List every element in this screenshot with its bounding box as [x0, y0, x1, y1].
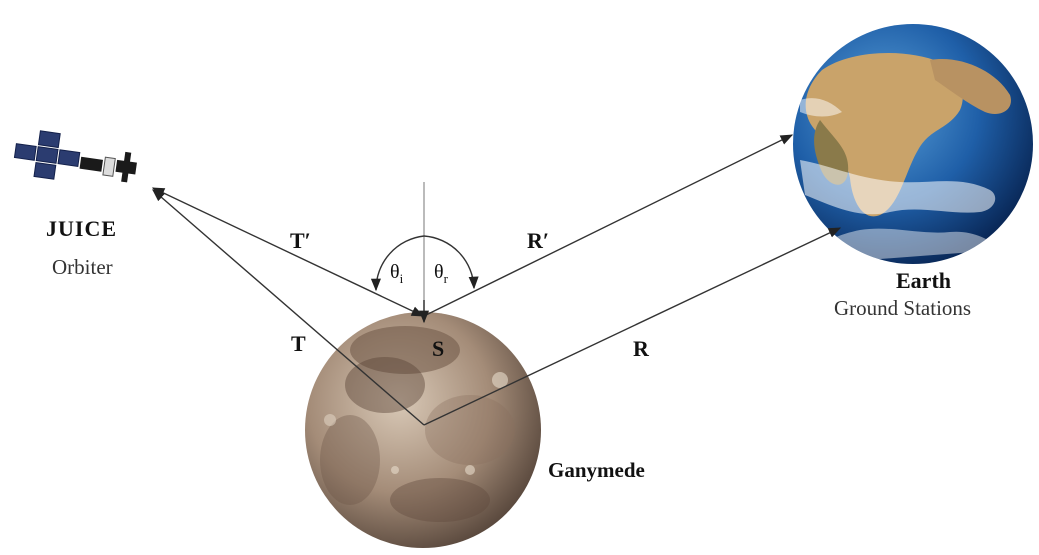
angle-reflection-subscript: r	[444, 271, 448, 286]
satellite-icon	[12, 128, 139, 191]
angle-reflection-symbol: θ	[434, 261, 444, 283]
vector-R-line	[424, 228, 840, 425]
earth-name-label: Earth	[896, 270, 951, 292]
ganymede-moon-icon	[305, 312, 541, 548]
angle-incidence-label: θi	[390, 262, 403, 285]
orbiter-name-label: JUICE	[46, 218, 117, 240]
angle-incidence-subscript: i	[400, 271, 404, 286]
vector-T-line	[153, 190, 424, 425]
angle-reflection-label: θr	[434, 262, 448, 285]
vector-T-label: T	[291, 333, 306, 355]
earth-subtitle-label: Ground Stations	[834, 298, 971, 319]
angle-incidence-symbol: θ	[390, 261, 400, 283]
vector-R-prime-line	[424, 135, 792, 316]
vector-R-prime-label: R′	[527, 230, 549, 252]
point-S-label: S	[432, 338, 444, 360]
vector-T-prime-line	[153, 188, 423, 316]
vector-R-label: R	[633, 338, 649, 360]
moon-name-label: Ganymede	[548, 460, 645, 481]
angle-reflection-arc	[424, 236, 474, 288]
vector-T-prime-label: T′	[290, 230, 311, 252]
orbiter-subtitle-label: Orbiter	[52, 257, 113, 278]
earth-globe-icon	[793, 24, 1033, 265]
